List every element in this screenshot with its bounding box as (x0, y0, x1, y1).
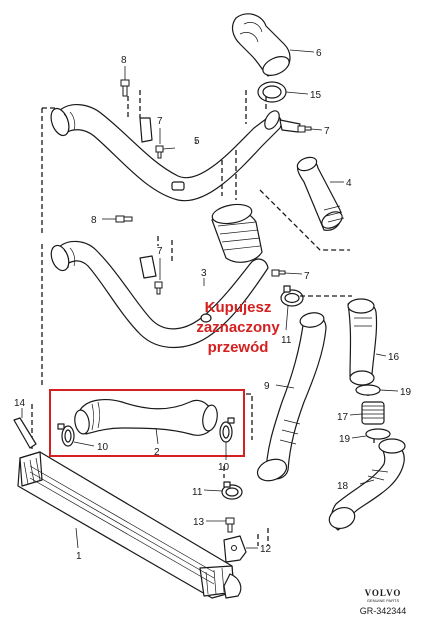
part-6-elbow-hose (231, 13, 291, 77)
label-9: 9 (264, 381, 270, 392)
part-2-charge-hose (74, 399, 218, 436)
part-15-clamp (257, 81, 287, 103)
part-3-lower-pipe (50, 203, 269, 349)
part-13-screw (225, 517, 235, 533)
part-8-bolt-mid (115, 215, 133, 223)
label-11-upper: 11 (281, 335, 292, 346)
part-11-clamp-lower (221, 481, 243, 500)
part-17-coupler (361, 401, 385, 425)
label-8-top: 8 (121, 55, 127, 66)
part-5-upper-pipe (50, 104, 301, 202)
label-19-lower: 19 (339, 434, 351, 445)
label-5: 5 (194, 136, 200, 147)
label-2: 2 (154, 447, 160, 458)
volvo-logo: VOLVO (365, 588, 402, 598)
part-19-clamp-lower (365, 428, 391, 440)
part-16-hose (347, 298, 378, 386)
label-18: 18 (337, 481, 349, 492)
part-11-clamp-upper (280, 285, 304, 307)
label-7-b: 7 (324, 126, 330, 137)
part-19-clamp-upper (355, 384, 381, 396)
diagram-reference: GR-342344 (360, 606, 407, 616)
part-7-bolt-c (154, 281, 163, 295)
genuine-parts-text: GENUINE PARTS (367, 598, 400, 603)
part-10-clamp-left (57, 423, 75, 447)
label-13: 13 (193, 517, 205, 528)
label-12: 12 (260, 544, 272, 555)
label-19-upper: 19 (400, 387, 412, 398)
label-16: 16 (388, 352, 400, 363)
callout-line-1: Kupujesz (205, 299, 272, 316)
part-8-bolt-top (120, 79, 130, 97)
part-7-bolt-d (271, 269, 286, 277)
label-7-a: 7 (157, 116, 163, 127)
label-7-d: 7 (304, 271, 310, 282)
label-17: 17 (337, 412, 349, 423)
assembly-dashed-lines (31, 90, 375, 546)
part-12-bracket (223, 535, 247, 563)
callout-line-2: zaznaczony (196, 319, 280, 336)
label-14: 14 (14, 398, 26, 409)
label-10-right: 10 (218, 462, 230, 473)
label-10-left: 10 (97, 442, 109, 453)
part-18-hose (328, 438, 406, 531)
part-7-bolt-a (155, 145, 164, 159)
label-1: 1 (76, 551, 82, 562)
callout-line-3: przewód (208, 339, 269, 356)
label-4: 4 (346, 178, 352, 189)
label-15: 15 (310, 90, 322, 101)
part-9-long-hose (256, 312, 327, 482)
label-11-lower: 11 (192, 487, 203, 498)
part-10-clamp-right (219, 417, 235, 443)
label-3: 3 (201, 268, 207, 279)
part-4-short-hose (296, 156, 345, 231)
highlight-frame (49, 389, 245, 457)
part-1-intercooler (17, 451, 242, 599)
label-7-c: 7 (157, 246, 163, 257)
part-7-bolt-b (297, 125, 312, 133)
part-14-bracket (13, 417, 37, 449)
label-8-mid: 8 (91, 215, 97, 226)
label-6: 6 (316, 48, 322, 59)
